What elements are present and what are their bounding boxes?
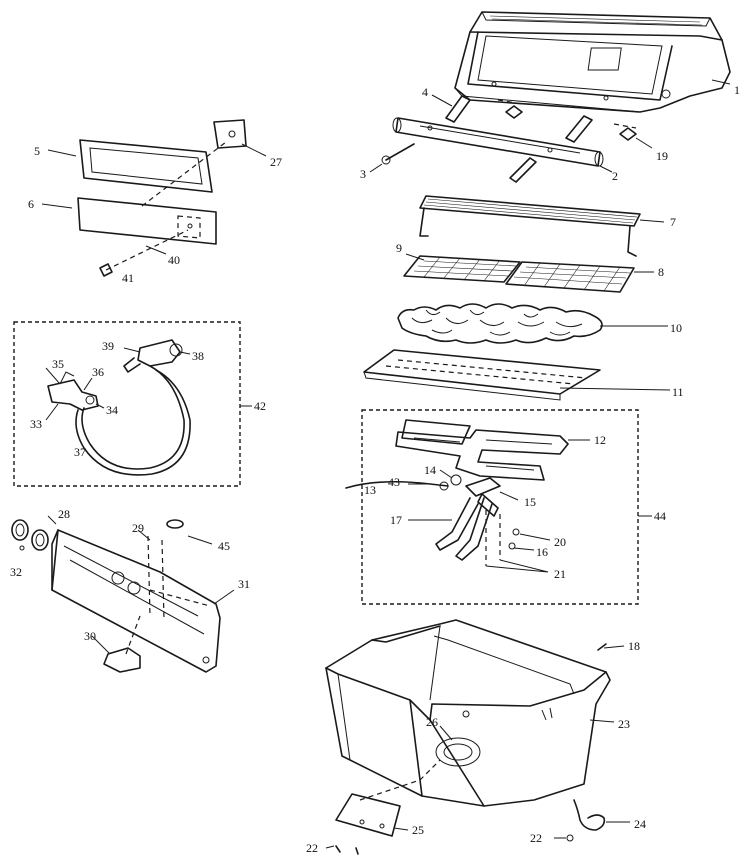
label-10: 10	[670, 321, 682, 335]
lava-rock-part	[397, 303, 668, 344]
label-28: 28	[58, 507, 70, 521]
burner-screw-part	[485, 510, 551, 573]
label-43: 43	[388, 475, 400, 489]
heat-plate-part	[363, 349, 671, 401]
label-32: 32	[10, 565, 22, 579]
label-24: 24	[634, 817, 646, 831]
ignitor-wire-part	[345, 469, 462, 491]
label-41: 41	[122, 271, 134, 285]
venturi-tube-part	[408, 493, 499, 561]
regulator-part	[123, 339, 191, 373]
gas-hose-part	[75, 365, 191, 476]
label-4: 4	[422, 85, 428, 99]
ignitor-base-part	[91, 615, 141, 673]
grill-bowl-part	[325, 619, 625, 807]
label-37: 37	[74, 445, 86, 459]
label-26: 26	[426, 715, 438, 729]
nut-clip-part	[497, 99, 653, 149]
label-40: 40	[168, 253, 180, 267]
label-27: 27	[270, 155, 282, 169]
label-16: 16	[536, 545, 548, 559]
label-11: 11	[672, 385, 684, 399]
side-frame-part	[47, 139, 213, 193]
label-9: 9	[396, 241, 402, 255]
mount-bracket-part	[141, 119, 267, 207]
label-44: 44	[654, 509, 666, 523]
label-15: 15	[524, 495, 536, 509]
label-17: 17	[390, 513, 402, 527]
control-knob-part	[11, 515, 57, 551]
label-1: 1	[734, 83, 740, 97]
ignitor-button-part	[137, 519, 213, 621]
label-2: 2	[612, 169, 618, 183]
label-30: 30	[84, 629, 96, 643]
burner-part	[395, 419, 590, 481]
label-19: 19	[656, 149, 668, 163]
label-22-left: 22	[306, 841, 318, 855]
label-33: 33	[30, 417, 42, 431]
spring-clip-part	[573, 799, 630, 831]
label-42: 42	[254, 399, 266, 413]
cooking-grid-left-part	[403, 253, 521, 283]
label-18: 18	[628, 639, 640, 653]
label-7: 7	[670, 215, 676, 229]
label-6: 6	[28, 197, 34, 211]
side-shelf-part	[41, 197, 217, 245]
regulator-hose-box	[13, 321, 252, 487]
bolt-part	[369, 143, 415, 173]
valve-part	[45, 367, 105, 421]
label-29: 29	[132, 521, 144, 535]
label-23: 23	[618, 717, 630, 731]
handle-post-part	[431, 94, 593, 183]
lid-part	[454, 11, 731, 113]
label-34: 34	[106, 403, 118, 417]
label-12: 12	[594, 433, 606, 447]
handle-rod-part	[392, 117, 613, 173]
label-38: 38	[192, 349, 204, 363]
control-panel-part	[335, 759, 441, 837]
label-13: 13	[364, 483, 376, 497]
label-31: 31	[238, 577, 250, 591]
burner-bracket-part	[465, 477, 519, 501]
side-screw-part	[99, 229, 189, 277]
manifold-panel-part	[51, 529, 235, 673]
label-14: 14	[424, 463, 436, 477]
label-20: 20	[554, 535, 566, 549]
label-8: 8	[658, 265, 664, 279]
burner-assembly-box	[361, 409, 652, 605]
label-45: 45	[218, 539, 230, 553]
label-22-right: 22	[530, 831, 542, 845]
label-5: 5	[34, 144, 40, 158]
callout-labels: 1 2 3 4 5 6 7 8 9 10 11 12 13 14 15 16 1…	[10, 83, 740, 855]
label-21: 21	[554, 567, 566, 581]
cooking-grid-right-part	[505, 261, 654, 293]
label-3: 3	[360, 167, 366, 181]
label-36: 36	[92, 365, 104, 379]
warming-rack-part	[419, 195, 665, 257]
label-35: 35	[52, 357, 64, 371]
label-39: 39	[102, 339, 114, 353]
label-25: 25	[412, 823, 424, 837]
screw-part	[325, 834, 574, 855]
